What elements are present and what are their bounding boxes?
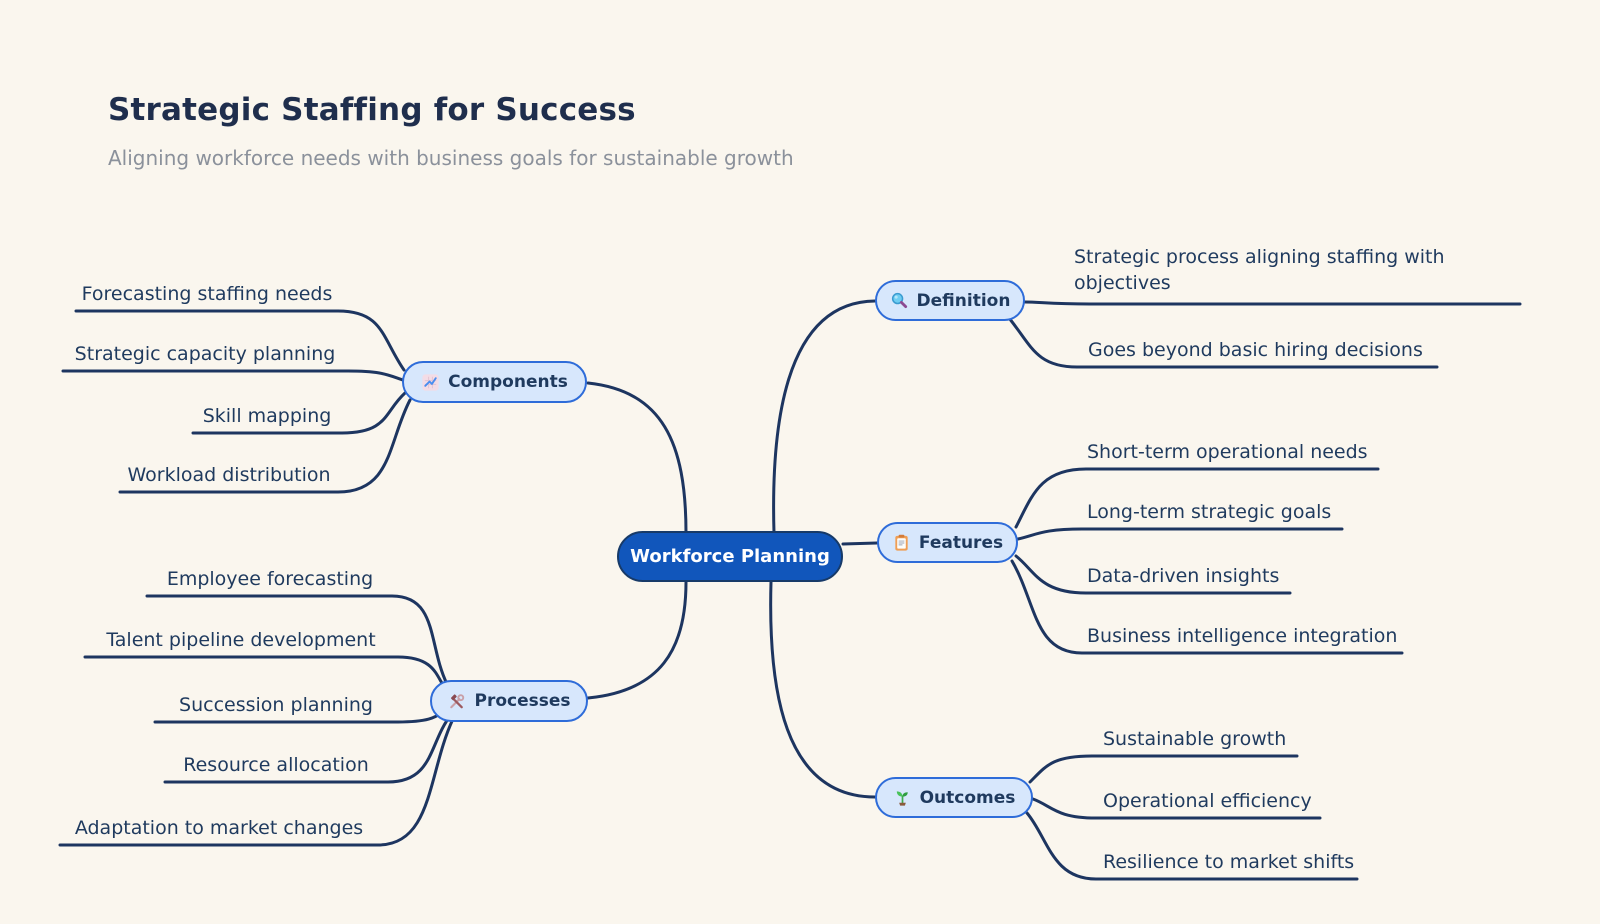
leaf-outcomes-sustainable-growth[interactable]: Sustainable growth — [1103, 728, 1287, 750]
leaf-components-skill-mapping[interactable]: Skill mapping — [202, 405, 332, 427]
leaf-processes-employee-forecasting[interactable]: Employee forecasting — [166, 568, 374, 590]
hammer-wrench-icon — [447, 692, 466, 711]
leaf-line-processes-0 — [145, 594, 449, 686]
seedling-icon — [893, 788, 912, 807]
leaf-line-components-2 — [191, 391, 407, 435]
leaf-components-forecasting-staffing-needs[interactable]: Forecasting staffing needs — [81, 283, 333, 305]
leaf-line-components-1 — [61, 369, 405, 382]
leaf-outcomes-operational-efficiency[interactable]: Operational efficiency — [1103, 790, 1312, 812]
leaf-line-outcomes-1 — [1031, 797, 1322, 820]
branch-label: Components — [448, 372, 568, 392]
leaf-features-short-term-operational-needs[interactable]: Short-term operational needs — [1087, 441, 1368, 463]
leaf-processes-succession-planning[interactable]: Succession planning — [179, 694, 373, 716]
leaf-line-features-2 — [1014, 554, 1292, 595]
branch-node-processes[interactable]: Processes — [430, 680, 588, 722]
connector-outcomes — [769, 580, 877, 799]
central-node-label: Workforce Planning — [630, 546, 830, 567]
leaf-processes-adaptation-to-market-changes[interactable]: Adaptation to market changes — [74, 817, 364, 839]
leaf-features-long-term-strategic-goals[interactable]: Long-term strategic goals — [1087, 501, 1332, 523]
leaf-line-outcomes-0 — [1028, 754, 1299, 784]
leaf-line-features-1 — [1016, 527, 1344, 541]
connector-features — [841, 541, 879, 546]
leaf-line-components-0 — [74, 309, 406, 372]
leaf-line-definition-0 — [1023, 300, 1522, 306]
central-node-workforce-planning[interactable]: Workforce Planning — [617, 531, 843, 582]
leaf-definition-beyond-basic-hiring[interactable]: Goes beyond basic hiring decisions — [1088, 339, 1423, 361]
leaf-features-data-driven-insights[interactable]: Data-driven insights — [1087, 565, 1280, 587]
branch-label: Outcomes — [919, 787, 1016, 808]
page-subtitle: Aligning workforce needs with business g… — [108, 146, 794, 170]
branch-node-outcomes[interactable]: Outcomes — [875, 777, 1033, 818]
leaf-components-workload-distribution[interactable]: Workload distribution — [127, 464, 331, 486]
leaf-line-features-3 — [1010, 559, 1404, 655]
branch-node-definition[interactable]: Definition — [875, 280, 1025, 321]
leaf-line-processes-4 — [58, 717, 455, 847]
connector-components — [586, 381, 688, 535]
leaf-line-definition-1 — [1007, 316, 1439, 369]
branch-node-components[interactable]: Components — [402, 361, 587, 403]
page-title: Strategic Staffing for Success — [108, 92, 636, 128]
leaf-processes-talent-pipeline-development[interactable]: Talent pipeline development — [106, 629, 376, 651]
chart-increasing-icon — [421, 373, 440, 392]
leaf-features-business-intelligence-integration[interactable]: Business intelligence integration — [1087, 625, 1398, 647]
clipboard-icon — [892, 533, 911, 552]
leaf-line-features-0 — [1014, 467, 1380, 529]
branch-node-features[interactable]: Features — [877, 522, 1018, 563]
branch-label: Features — [918, 532, 1004, 553]
branch-label: Processes — [474, 691, 571, 711]
leaf-definition-strategic-process[interactable]: Strategic process aligning staffing with… — [1074, 246, 1445, 294]
connector-definition — [772, 299, 877, 535]
leaf-line-processes-1 — [83, 655, 452, 696]
leaf-line-processes-3 — [163, 713, 453, 784]
leaf-line-outcomes-2 — [1025, 811, 1359, 881]
magnifying-glass-icon — [890, 291, 909, 310]
leaf-outcomes-resilience-to-market-shifts[interactable]: Resilience to market shifts — [1103, 851, 1355, 873]
leaf-components-strategic-capacity-planning[interactable]: Strategic capacity planning — [74, 343, 336, 365]
leaf-processes-resource-allocation[interactable]: Resource allocation — [183, 754, 369, 776]
connector-processes — [586, 580, 688, 700]
leaf-line-components-3 — [118, 398, 412, 494]
branch-label: Definition — [916, 290, 1011, 311]
